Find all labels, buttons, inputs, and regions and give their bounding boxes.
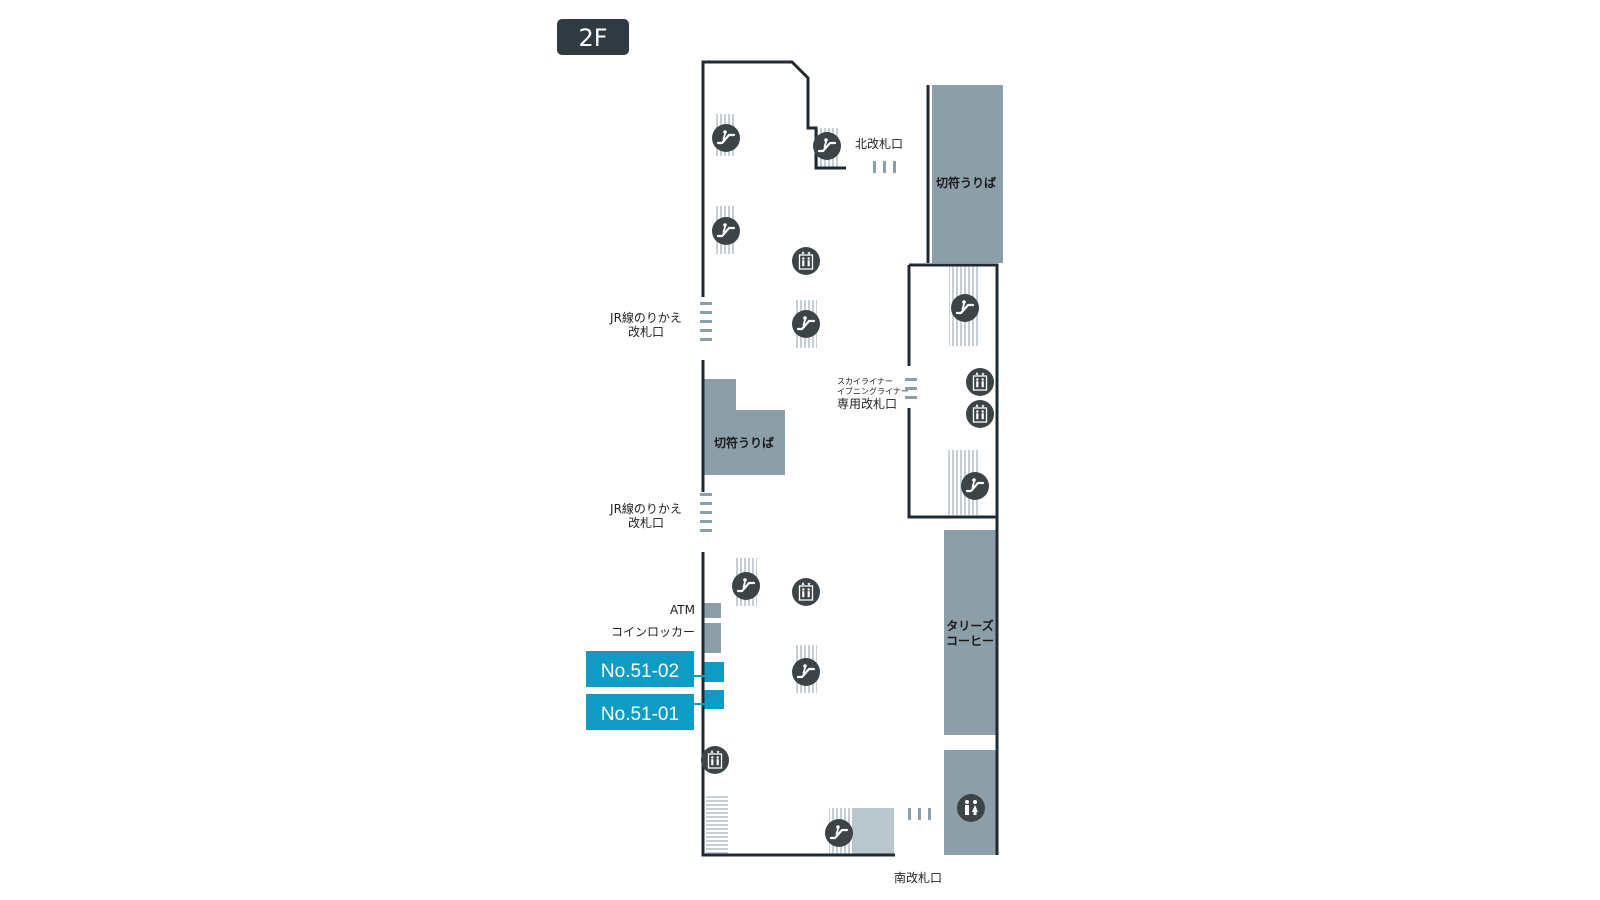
skyliner-gate-line1: スカイライナー	[837, 377, 893, 386]
ticket-office-right-label: 切符うりば	[936, 175, 996, 190]
jr-transfer-gate-2-line2: 改札口	[628, 516, 664, 530]
elevator-icon	[700, 745, 730, 775]
ticket-office-left	[703, 379, 785, 475]
locker-51-01-marker[interactable]	[704, 690, 724, 709]
jr-transfer-gate-2-line1: JR線のりかえ	[609, 501, 682, 516]
floor-badge: 2F	[557, 19, 629, 55]
escalator-icon	[711, 123, 741, 153]
restroom-icon	[957, 794, 985, 822]
escalator-icon	[960, 471, 990, 501]
elevator-icon	[965, 367, 995, 397]
atm-label: ATM	[670, 603, 695, 617]
escalator-icon	[711, 216, 741, 246]
locker-51-02-label[interactable]: No.51-02	[601, 661, 679, 682]
ticket-office-left-label: 切符うりば	[714, 435, 774, 450]
elevator-icon	[791, 246, 821, 276]
walls	[701, 60, 999, 857]
skyliner-gate-line3: 専用改札口	[837, 397, 897, 411]
escalator-icon	[824, 818, 854, 848]
escalator-icon	[791, 309, 821, 339]
south-gate-label: 南改札口	[894, 870, 942, 885]
coin-locker-box	[704, 623, 721, 653]
escalator-icon	[812, 131, 842, 161]
light-area	[852, 808, 894, 855]
tullys-label-line2: コーヒー	[946, 634, 994, 648]
jr-transfer-gate-1-line1: JR線のりかえ	[609, 310, 682, 325]
tullys-label-line1: タリーズ	[946, 618, 993, 633]
gate-markers	[700, 161, 931, 820]
stairs-bottom-left	[706, 795, 728, 855]
skyliner-gate-line2: イブニングライナー	[837, 386, 909, 396]
coin-locker-label: コインロッカー	[611, 625, 695, 639]
escalator-icon	[731, 571, 761, 601]
locker-callout-51-01[interactable]: No.51-01	[586, 694, 708, 730]
locker-callout-51-02[interactable]: No.51-02	[586, 651, 708, 687]
ticket-office-right	[932, 85, 1003, 263]
jr-transfer-gate-1-line2: 改札口	[628, 325, 664, 339]
tullys-coffee	[944, 530, 997, 735]
escalator-icon	[791, 657, 821, 687]
locker-51-02-marker[interactable]	[704, 662, 724, 682]
locker-51-01-label[interactable]: No.51-01	[601, 704, 679, 725]
elevator-icon	[791, 577, 821, 607]
escalator-icon	[950, 293, 980, 323]
elevator-icon	[965, 399, 995, 429]
atm-box	[704, 603, 721, 618]
floor-label: 2F	[578, 24, 607, 52]
north-gate-label: 北改札口	[855, 137, 903, 151]
